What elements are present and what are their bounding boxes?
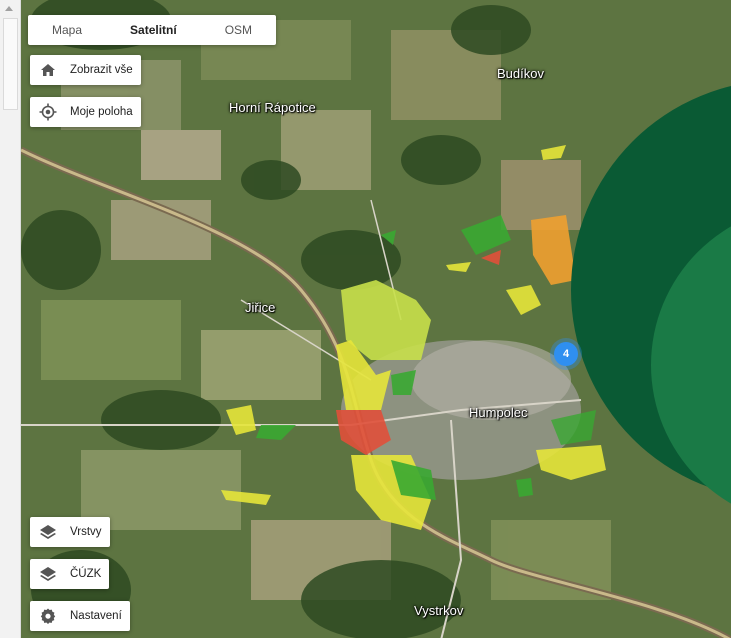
scrollbar[interactable] bbox=[0, 0, 21, 638]
show-all-label: Zobrazit vše bbox=[70, 64, 133, 76]
scrollbar-thumb[interactable] bbox=[3, 18, 18, 110]
map-type-osm[interactable]: OSM bbox=[224, 23, 253, 37]
show-all-button[interactable]: Zobrazit vše bbox=[30, 55, 141, 85]
settings-button[interactable]: Nastavení bbox=[30, 601, 130, 631]
place-budikov: Budíkov bbox=[497, 66, 544, 81]
layers-button[interactable]: Vrstvy bbox=[30, 517, 110, 547]
cluster-marker[interactable]: 4 bbox=[554, 342, 578, 366]
map-type-satelitni[interactable]: Satelitní bbox=[130, 23, 177, 37]
layers-icon bbox=[38, 522, 58, 542]
cuzk-button[interactable]: ČÚZK bbox=[30, 559, 110, 589]
scroll-up-arrow-icon[interactable] bbox=[5, 6, 13, 11]
home-icon bbox=[38, 60, 58, 80]
satellite-map[interactable]: Budíkov Horní Rápotice Jiřice Humpolec V… bbox=[21, 0, 731, 638]
layers-label: Vrstvy bbox=[70, 526, 102, 538]
layers-icon bbox=[38, 564, 58, 584]
place-vystrkov: Vystrkov bbox=[414, 603, 464, 618]
gear-icon bbox=[38, 606, 58, 626]
place-jirice: Jiřice bbox=[245, 300, 276, 315]
map-type-switcher: Mapa Satelitní OSM bbox=[28, 15, 277, 45]
map-type-mapa[interactable]: Mapa bbox=[52, 23, 83, 37]
cuzk-label: ČÚZK bbox=[70, 568, 102, 580]
crosshair-icon bbox=[38, 102, 58, 122]
settings-label: Nastavení bbox=[70, 610, 122, 622]
map-imagery bbox=[21, 0, 731, 638]
place-horni-rapotice: Horní Rápotice bbox=[229, 100, 316, 115]
my-location-button[interactable]: Moje poloha bbox=[30, 97, 141, 127]
my-location-label: Moje poloha bbox=[70, 106, 133, 118]
place-humpolec: Humpolec bbox=[469, 405, 528, 420]
